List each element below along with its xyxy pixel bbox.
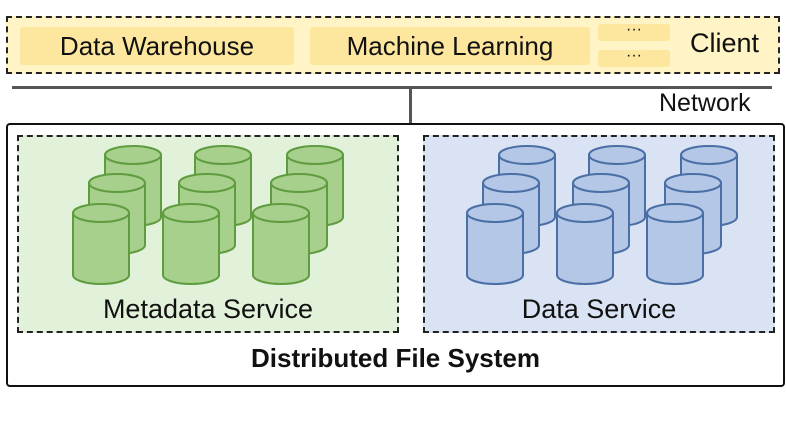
distributed-file-system: Metadata Service Data Service Distribute… [6, 123, 785, 387]
metadata-service-label: Metadata Service [102, 294, 314, 324]
data-service: Data Service [423, 135, 775, 333]
data-cylinders [466, 145, 738, 285]
database-cylinder-icon [162, 203, 220, 285]
ellipsis-box: ··· [598, 48, 670, 67]
database-cylinder-icon [556, 203, 614, 285]
network-connector [409, 86, 412, 123]
data-warehouse-box: Data Warehouse [20, 27, 294, 65]
client-label: Client [690, 28, 760, 58]
dfs-label: Distributed File System [251, 343, 540, 373]
machine-learning-box: Machine Learning [310, 27, 590, 65]
metadata-service: Metadata Service [17, 135, 399, 333]
database-cylinder-icon [466, 203, 524, 285]
database-cylinder-icon [72, 203, 130, 285]
metadata-cylinders [72, 145, 344, 285]
data-service-label: Data Service [521, 294, 677, 324]
ellipsis-box: ··· [598, 22, 670, 41]
database-cylinder-icon [252, 203, 310, 285]
network-line [12, 86, 772, 89]
client-layer: Data Warehouse Machine Learning ··· ··· … [6, 16, 780, 74]
network-label: Network [659, 89, 751, 117]
database-cylinder-icon [646, 203, 704, 285]
